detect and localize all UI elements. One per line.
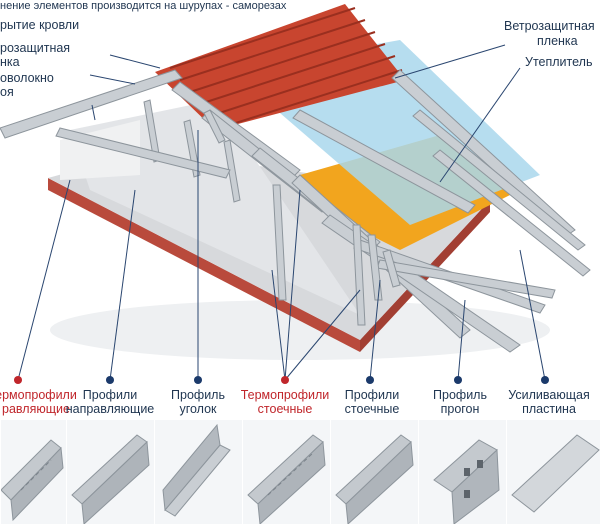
- caption-stud-profiles: Профили стоечные: [322, 388, 422, 416]
- thumb-reinforcing-plate: [506, 420, 600, 524]
- caption-angle-profile-line2: уголок: [179, 402, 217, 416]
- label-fiber-line1: оволокно: [0, 71, 54, 85]
- thumb-thermo-stud: [242, 420, 331, 524]
- caption-reinforcing-plate-line2: пластина: [522, 402, 576, 416]
- caption-thermo-guides: ермопрофили равляющие: [0, 388, 86, 416]
- caption-reinforcing-plate: Усиливающая пластина: [499, 388, 599, 416]
- label-wind-film-line2: пленка: [537, 34, 578, 48]
- caption-purlin-profile-line2: прогон: [440, 402, 480, 416]
- label-wind-film-line1: Ветрозащитная: [504, 19, 595, 33]
- caption-thermo-guides-line1: ермопрофили: [0, 388, 77, 402]
- caption-thermo-guides-line2: равляющие: [2, 402, 70, 416]
- caption-stud-profiles-line2: стоечные: [344, 402, 400, 416]
- label-wind-membrane-line1: розащитная: [0, 41, 71, 55]
- caption-purlin-profile: Профиль прогон: [410, 388, 510, 416]
- caption-guide-profiles-line1: Профили: [82, 388, 138, 402]
- roof-tiles: [155, 4, 405, 130]
- caption-thermo-studs: Термопрофили стоечные: [235, 388, 335, 416]
- fastening-note: нение элементов производится на шурупах …: [0, 0, 287, 12]
- thumb-purlin-profile: [418, 420, 507, 524]
- caption-thermo-studs-line1: Термопрофили: [240, 388, 330, 402]
- leader-lines: [17, 44, 546, 381]
- label-wind-membrane-line2: нка: [0, 55, 20, 69]
- caption-stud-profiles-line1: Профили: [344, 388, 400, 402]
- thumb-stud-profile: [330, 420, 419, 524]
- caption-thermo-studs-line2: стоечные: [257, 402, 313, 416]
- caption-dots: [14, 376, 549, 384]
- caption-guide-profiles-line2: направляющие: [65, 402, 155, 416]
- thumb-guide-profile: [66, 420, 155, 524]
- label-roof-covering: рытие кровли: [0, 18, 80, 32]
- label-fiber-line2: оя: [0, 85, 14, 99]
- caption-purlin-profile-line1: Профиль: [433, 388, 487, 402]
- label-insulation: Утеплитель: [525, 55, 593, 69]
- caption-guide-profiles: Профили направляющие: [60, 388, 160, 416]
- thumb-thermo-guide: [0, 420, 67, 524]
- thumb-angle-profile: [154, 420, 243, 524]
- caption-angle-profile: Профиль уголок: [148, 388, 248, 416]
- caption-angle-profile-line1: Профиль: [171, 388, 225, 402]
- steel-frame: [0, 69, 591, 353]
- caption-reinforcing-plate-line1: Усиливающая: [508, 388, 590, 402]
